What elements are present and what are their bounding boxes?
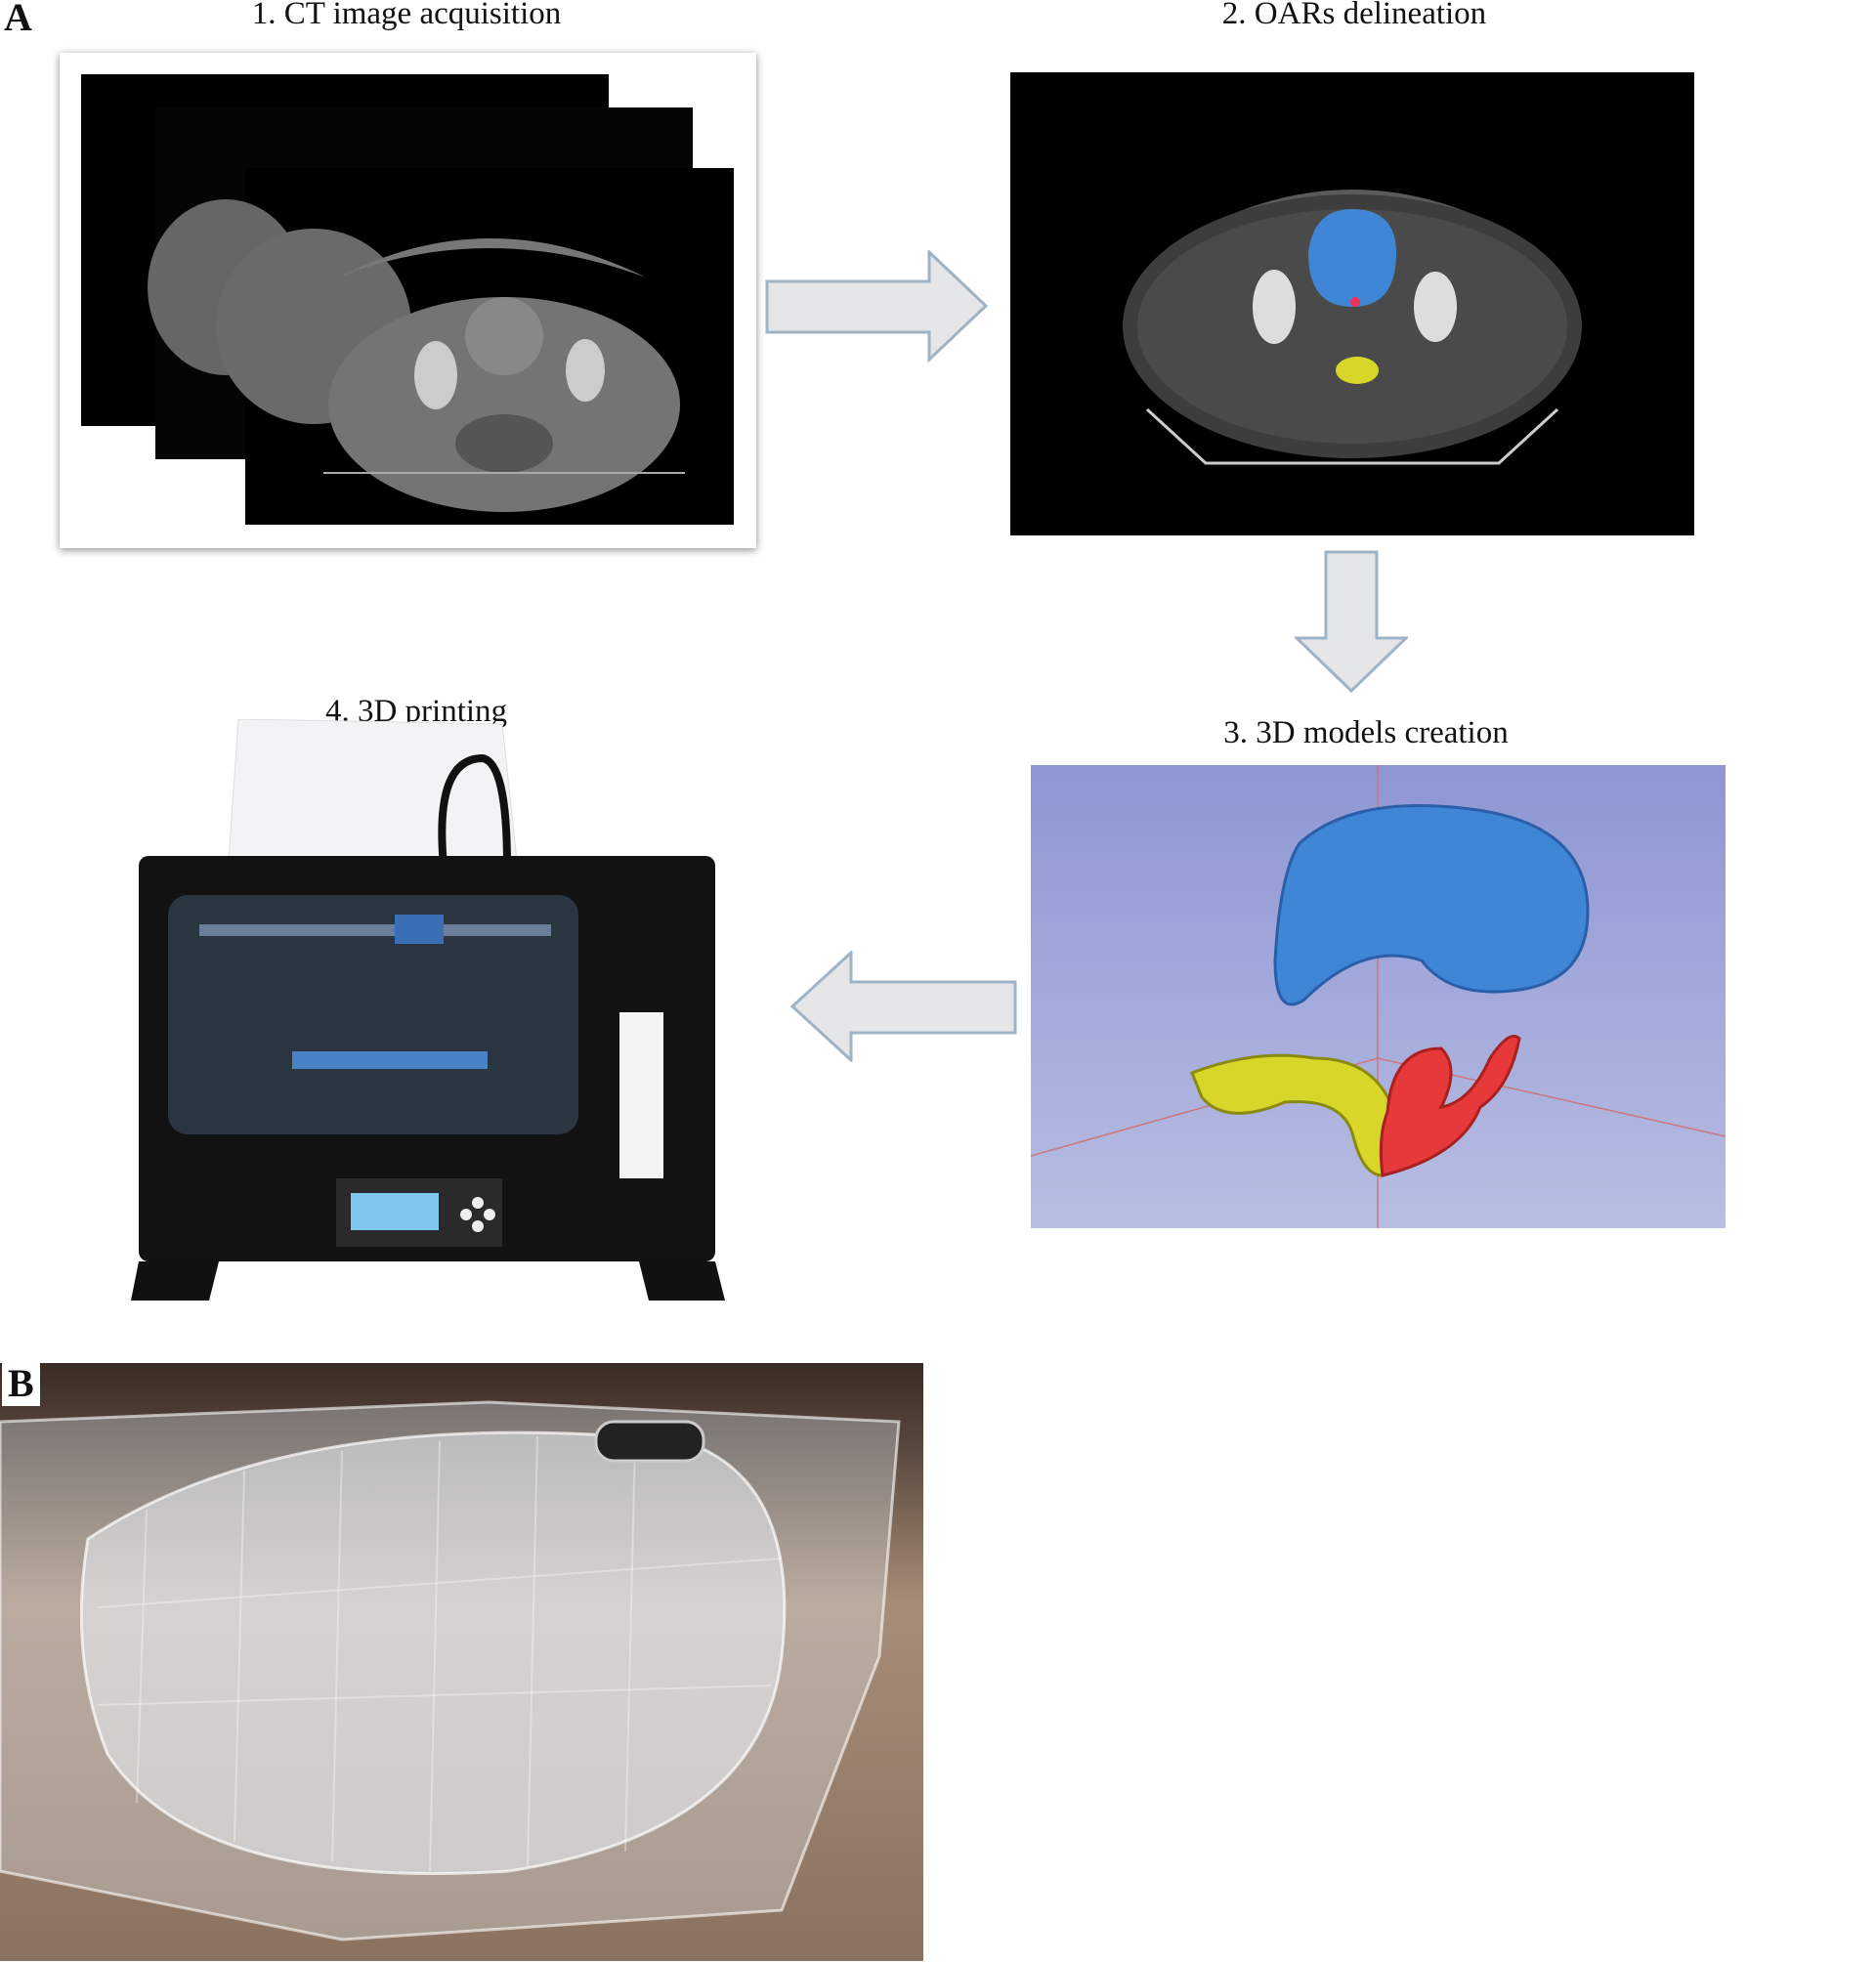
panel-b-letter: B bbox=[2, 1363, 40, 1406]
step-2-label: 2. OARs delineation bbox=[1221, 0, 1487, 31]
3d-models-image bbox=[1031, 765, 1726, 1228]
arrow-down-icon bbox=[1295, 550, 1408, 693]
phantom-photo: B bbox=[0, 1363, 923, 1961]
3d-printer-image bbox=[131, 719, 725, 1307]
ct-acquisition-image bbox=[60, 53, 756, 548]
arrow-left-icon bbox=[790, 951, 1017, 1062]
oars-delineation-image bbox=[1010, 72, 1694, 535]
arrow-right-icon bbox=[765, 250, 989, 363]
step-1-label: 1. CT image acquisition bbox=[251, 0, 562, 31]
step-3-label: 3. 3D models creation bbox=[1223, 715, 1509, 750]
panel-a-letter: A bbox=[4, 0, 32, 39]
